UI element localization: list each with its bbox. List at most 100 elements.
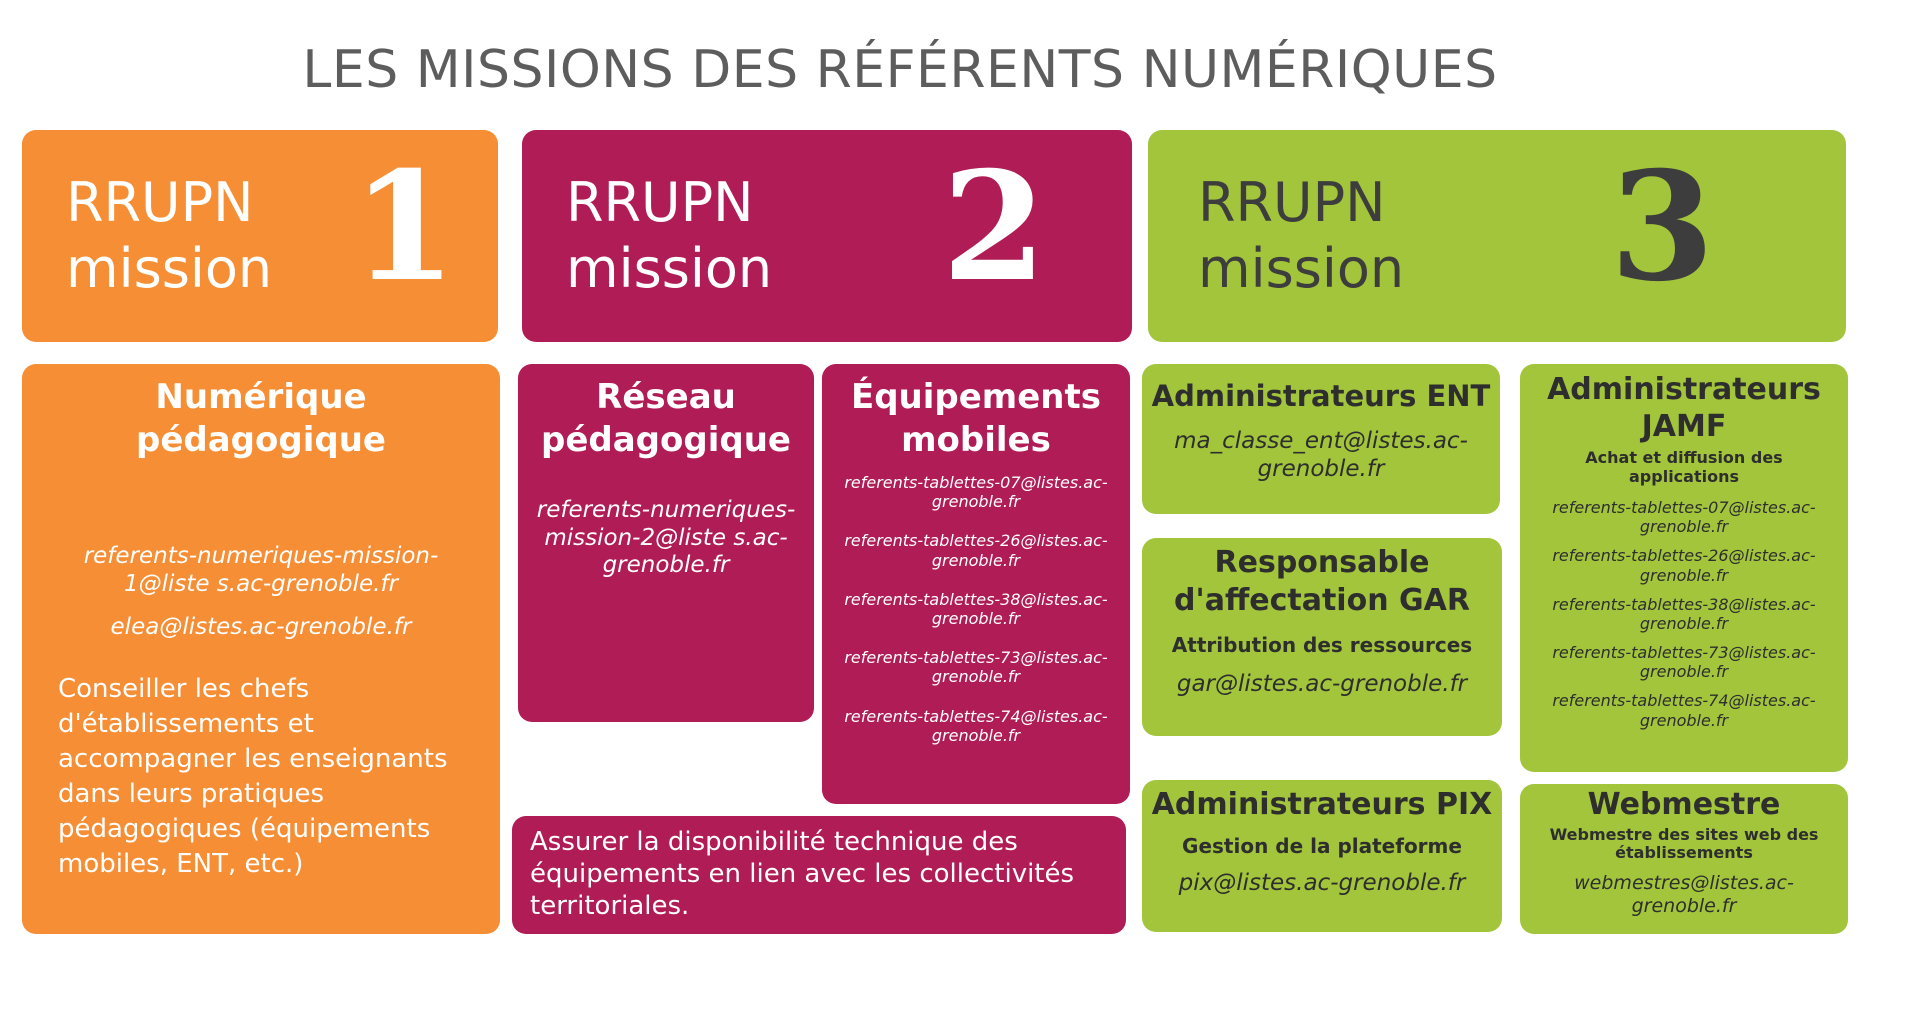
equipements-email: referents-tablettes-38@listes.ac- grenob… bbox=[828, 590, 1124, 628]
reseau-title: Réseau pédagogique bbox=[524, 376, 808, 461]
jamf-email: referents-tablettes-26@listes.ac- grenob… bbox=[1526, 546, 1842, 584]
mission-2-desc-line: Assurer la disponibilité technique des bbox=[530, 827, 1018, 857]
jamf-email: referents-tablettes-38@listes.ac- grenob… bbox=[1526, 595, 1842, 633]
equipements-email: referents-tablettes-74@listes.ac- grenob… bbox=[828, 707, 1124, 745]
pix-title: Administrateurs PIX bbox=[1151, 787, 1493, 822]
ent-email-line: grenoble.fr bbox=[1257, 455, 1385, 482]
email-line: referents-tablettes-07@listes.ac- bbox=[1552, 497, 1816, 517]
reseau-email-line: referents-numeriques- bbox=[536, 497, 796, 523]
mission-2-description-card: Assurer la disponibilité technique des é… bbox=[512, 816, 1126, 934]
webmestre-subtitle: Webmestre des sites web des établissemen… bbox=[1526, 824, 1842, 863]
responsable-gar-card: Responsable d'affectation GAR Attributio… bbox=[1142, 538, 1502, 736]
equipements-email: referents-tablettes-73@listes.ac- grenob… bbox=[828, 648, 1124, 686]
gar-subtitle: Attribution des ressources bbox=[1171, 633, 1473, 657]
email-line: referents-tablettes-26@listes.ac- bbox=[844, 531, 1108, 551]
mission-1-label-line1: RRUPN bbox=[66, 171, 254, 234]
equipements-mobiles-card: Équipements mobiles referents-tablettes-… bbox=[822, 364, 1130, 804]
email-line: grenoble.fr bbox=[1639, 613, 1729, 633]
equipements-title: Équipements mobiles bbox=[828, 376, 1124, 461]
mission-1-title: Numérique pédagogique bbox=[28, 376, 494, 461]
webmestre-email: webmestres@listes.ac- grenoble.fr bbox=[1526, 872, 1842, 918]
mission-1-description: Conseiller les chefs d'établissements et… bbox=[58, 672, 494, 883]
email-line: referents-tablettes-73@listes.ac- bbox=[1552, 643, 1816, 663]
email-line: referents-tablettes-07@listes.ac- bbox=[844, 473, 1108, 492]
email-line: grenoble.fr bbox=[931, 725, 1021, 745]
email-line: grenoble.fr bbox=[1639, 565, 1729, 585]
jamf-email-list: referents-tablettes-07@listes.ac- grenob… bbox=[1526, 498, 1842, 730]
mission-1-label: RRUPN mission bbox=[66, 170, 272, 302]
mission-1-email-2: elea@listes.ac-grenoble.fr bbox=[110, 614, 412, 641]
mission-3-header: RRUPN mission 3 bbox=[1148, 130, 1846, 342]
mission-2-label-line1: RRUPN bbox=[566, 171, 754, 234]
email-line: grenoble.fr bbox=[931, 492, 1021, 512]
administrateurs-ent-card: Administrateurs ENT ma_classe_ent@listes… bbox=[1142, 364, 1500, 514]
equipements-title-line1: Équipements bbox=[850, 377, 1101, 417]
mission-1-desc-line: d'établissements et bbox=[58, 708, 314, 739]
mission-1-header: RRUPN mission 1 bbox=[22, 130, 498, 342]
jamf-email: referents-tablettes-74@listes.ac- grenob… bbox=[1526, 691, 1842, 729]
mission-3-number: 3 bbox=[1610, 139, 1715, 315]
ent-email: ma_classe_ent@listes.ac- grenoble.fr bbox=[1148, 428, 1494, 483]
reseau-email-line: grenoble.fr bbox=[602, 552, 730, 579]
reseau-email: referents-numeriques- mission-2@liste s.… bbox=[524, 497, 808, 580]
mission-1-email-1-line2: 1@liste s.ac-grenoble.fr bbox=[123, 570, 399, 597]
reseau-title-line1: Réseau bbox=[596, 377, 736, 417]
mission-2-desc-line: territoriales. bbox=[530, 891, 690, 922]
administrateurs-pix-card: Administrateurs PIX Gestion de la platef… bbox=[1142, 780, 1502, 932]
mission-2-header: RRUPN mission 2 bbox=[522, 130, 1132, 342]
mission-3-label-line2: mission bbox=[1198, 237, 1405, 300]
equipements-email: referents-tablettes-07@listes.ac- grenob… bbox=[828, 473, 1124, 511]
pix-email: pix@listes.ac-grenoble.fr bbox=[1178, 869, 1466, 896]
mission-2-label: RRUPN mission bbox=[566, 170, 772, 302]
reseau-title-line2: pédagogique bbox=[541, 419, 791, 460]
webmestre-title: Webmestre bbox=[1587, 787, 1781, 822]
reseau-pedagogique-card: Réseau pédagogique referents-numeriques-… bbox=[518, 364, 814, 722]
ent-email-line: ma_classe_ent@listes.ac- bbox=[1174, 428, 1468, 455]
mission-2-number: 2 bbox=[942, 139, 1047, 315]
equipements-email: referents-tablettes-26@listes.ac- grenob… bbox=[828, 531, 1124, 569]
email-line: grenoble.fr bbox=[931, 667, 1021, 687]
mission-1-desc-line: accompagner les enseignants bbox=[58, 743, 448, 774]
webmestre-subtitle-line2: établissements bbox=[1615, 842, 1753, 862]
jamf-title-line2: JAMF bbox=[1641, 408, 1727, 444]
email-line: referents-tablettes-73@listes.ac- bbox=[844, 648, 1108, 668]
email-line: referents-tablettes-38@listes.ac- bbox=[844, 589, 1108, 609]
gar-title-line1: Responsable bbox=[1214, 545, 1430, 580]
mission-1-desc-line: Conseiller les chefs bbox=[58, 673, 310, 704]
mission-1-email-1-line1: referents-numeriques-mission- bbox=[83, 543, 439, 569]
gar-title-line2: d'affectation GAR bbox=[1174, 582, 1470, 618]
administrateurs-jamf-card: Administrateurs JAMF Achat et diffusion … bbox=[1520, 364, 1848, 772]
jamf-title-line1: Administrateurs bbox=[1547, 372, 1821, 407]
webmestre-subtitle-line1: Webmestre des sites web des bbox=[1549, 824, 1819, 844]
email-line: grenoble.fr bbox=[931, 550, 1021, 570]
page-title: LES MISSIONS DES RÉFÉRENTS NUMÉRIQUES bbox=[302, 40, 1498, 100]
jamf-subtitle-line1: Achat et diffusion des bbox=[1585, 448, 1783, 468]
mission-2-description: Assurer la disponibilité technique des é… bbox=[512, 816, 1126, 923]
mission-1-desc-line: dans leurs pratiques bbox=[58, 779, 324, 810]
mission-1-number: 1 bbox=[352, 139, 457, 315]
mission-1-desc-line: pédagogiques (équipements bbox=[58, 814, 431, 845]
ent-title: Administrateurs ENT bbox=[1151, 379, 1491, 413]
email-line: grenoble.fr bbox=[1639, 517, 1729, 537]
mission-3-label-line1: RRUPN bbox=[1198, 171, 1386, 234]
webmestre-email-line: webmestres@listes.ac- bbox=[1574, 872, 1794, 895]
email-line: referents-tablettes-26@listes.ac- bbox=[1552, 546, 1816, 566]
pix-subtitle: Gestion de la plateforme bbox=[1182, 833, 1462, 858]
jamf-title: Administrateurs JAMF bbox=[1526, 372, 1842, 445]
jamf-email: referents-tablettes-07@listes.ac- grenob… bbox=[1526, 498, 1842, 536]
equipements-title-line2: mobiles bbox=[901, 419, 1051, 460]
mission-1-card: Numérique pédagogique referents-numeriqu… bbox=[22, 364, 500, 934]
equipements-email-list: referents-tablettes-07@listes.ac- grenob… bbox=[828, 473, 1124, 745]
email-line: referents-tablettes-74@listes.ac- bbox=[844, 706, 1108, 726]
mission-1-email-1: referents-numeriques-mission- 1@liste s.… bbox=[28, 543, 494, 598]
mission-2-label-line2: mission bbox=[566, 237, 773, 300]
mission-3-label: RRUPN mission bbox=[1198, 170, 1404, 302]
jamf-subtitle: Achat et diffusion des applications bbox=[1526, 448, 1842, 486]
webmestre-card: Webmestre Webmestre des sites web des ét… bbox=[1520, 784, 1848, 934]
email-line: referents-tablettes-38@listes.ac- bbox=[1552, 594, 1816, 614]
email-line: grenoble.fr bbox=[1639, 710, 1729, 730]
email-line: referents-tablettes-74@listes.ac- bbox=[1552, 691, 1816, 711]
email-line: grenoble.fr bbox=[931, 608, 1021, 628]
jamf-subtitle-line2: applications bbox=[1629, 466, 1739, 486]
mission-2-desc-line: équipements en lien avec les collectivit… bbox=[530, 859, 1075, 890]
